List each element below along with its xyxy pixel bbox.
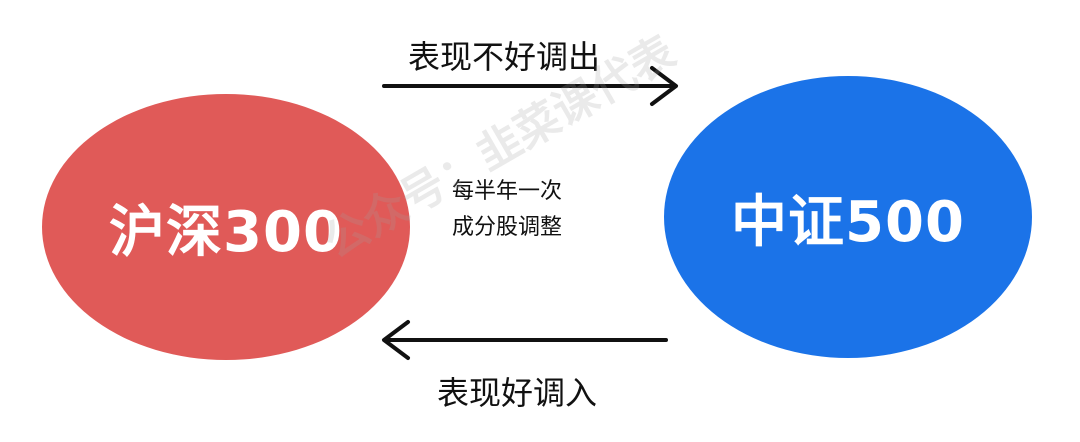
csi500-label: 中证500 bbox=[731, 189, 965, 255]
csi300-label: 沪深300 bbox=[109, 199, 343, 265]
middle-note-line1: 每半年一次 bbox=[452, 179, 563, 204]
top-arrow-head bbox=[650, 66, 678, 106]
bottom-arrow-label: 表现好调入 bbox=[437, 374, 598, 412]
top-arrow bbox=[382, 66, 678, 106]
bottom-arrow-head bbox=[382, 320, 410, 360]
csi300-node: 沪深300 bbox=[42, 94, 410, 360]
csi500-node: 中证500 bbox=[664, 76, 1032, 358]
middle-note: 每半年一次 成分股调整 bbox=[452, 174, 562, 246]
bottom-arrow bbox=[382, 320, 668, 360]
top-arrow-label: 表现不好调出 bbox=[408, 38, 601, 76]
middle-note-line2: 成分股调整 bbox=[452, 215, 563, 240]
